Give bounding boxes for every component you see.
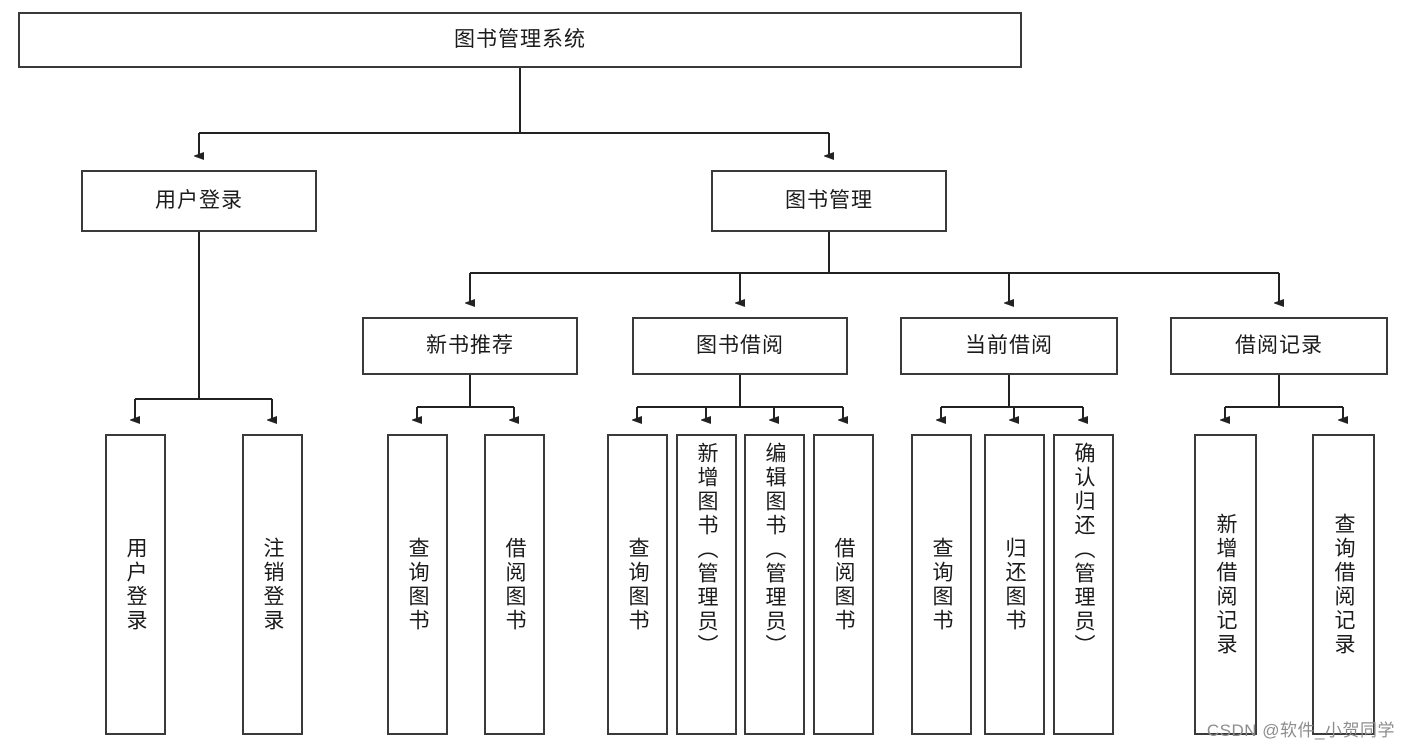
leaf-confirm-return-admin-label: 确认归还（管理员）	[1072, 442, 1095, 658]
leaf-query-borrow-record[interactable]: 查询借阅记录	[1312, 434, 1375, 735]
node-new-book-recommend[interactable]: 新书推荐	[362, 317, 578, 375]
node-book-manage-label: 图书管理	[785, 188, 873, 212]
node-current-borrow[interactable]: 当前借阅	[900, 317, 1118, 375]
leaf-add-borrow-record[interactable]: 新增借阅记录	[1194, 434, 1257, 735]
leaf-return-book-label: 归还图书	[1003, 536, 1026, 633]
leaf-query-borrow-record-label: 查询借阅记录	[1332, 512, 1355, 657]
leaf-return-book[interactable]: 归还图书	[984, 434, 1045, 735]
leaf-query-book-borrow[interactable]: 查询图书	[607, 434, 668, 735]
leaf-query-book-current[interactable]: 查询图书	[911, 434, 972, 735]
leaf-query-book-recommend[interactable]: 查询图书	[387, 434, 448, 735]
node-current-borrow-label: 当前借阅	[965, 333, 1053, 357]
leaf-borrow-book-borrow-label: 借阅图书	[832, 536, 855, 633]
node-root-label: 图书管理系统	[454, 27, 586, 51]
leaf-query-book-borrow-label: 查询图书	[626, 536, 649, 633]
leaf-edit-book-admin-label: 编辑图书（管理员）	[763, 442, 786, 658]
leaf-edit-book-admin[interactable]: 编辑图书（管理员）	[744, 434, 805, 735]
node-user-login-label: 用户登录	[155, 188, 243, 212]
leaf-logout[interactable]: 注销登录	[242, 434, 303, 735]
node-borrow-record-label: 借阅记录	[1235, 333, 1323, 357]
node-borrow-record[interactable]: 借阅记录	[1170, 317, 1388, 375]
leaf-query-book-recommend-label: 查询图书	[406, 536, 429, 633]
node-book-borrow-label: 图书借阅	[696, 333, 784, 357]
node-new-book-recommend-label: 新书推荐	[426, 333, 514, 357]
leaf-logout-label: 注销登录	[261, 536, 284, 633]
leaf-user-login[interactable]: 用户登录	[105, 434, 166, 735]
node-root[interactable]: 图书管理系统	[18, 12, 1022, 68]
node-book-manage[interactable]: 图书管理	[711, 170, 947, 232]
leaf-borrow-book-borrow[interactable]: 借阅图书	[813, 434, 874, 735]
leaf-borrow-book-recommend[interactable]: 借阅图书	[484, 434, 545, 735]
leaf-borrow-book-recommend-label: 借阅图书	[503, 536, 526, 633]
csdn-watermark: CSDN @软件_小贺同学	[1206, 721, 1395, 740]
leaf-add-book-admin-label: 新增图书（管理员）	[695, 442, 718, 658]
node-user-login[interactable]: 用户登录	[81, 170, 317, 232]
node-book-borrow[interactable]: 图书借阅	[632, 317, 848, 375]
leaf-query-book-current-label: 查询图书	[930, 536, 953, 633]
leaf-add-borrow-record-label: 新增借阅记录	[1214, 512, 1237, 657]
leaf-confirm-return-admin[interactable]: 确认归还（管理员）	[1053, 434, 1114, 735]
leaf-add-book-admin[interactable]: 新增图书（管理员）	[676, 434, 737, 735]
leaf-user-login-label: 用户登录	[124, 536, 147, 633]
